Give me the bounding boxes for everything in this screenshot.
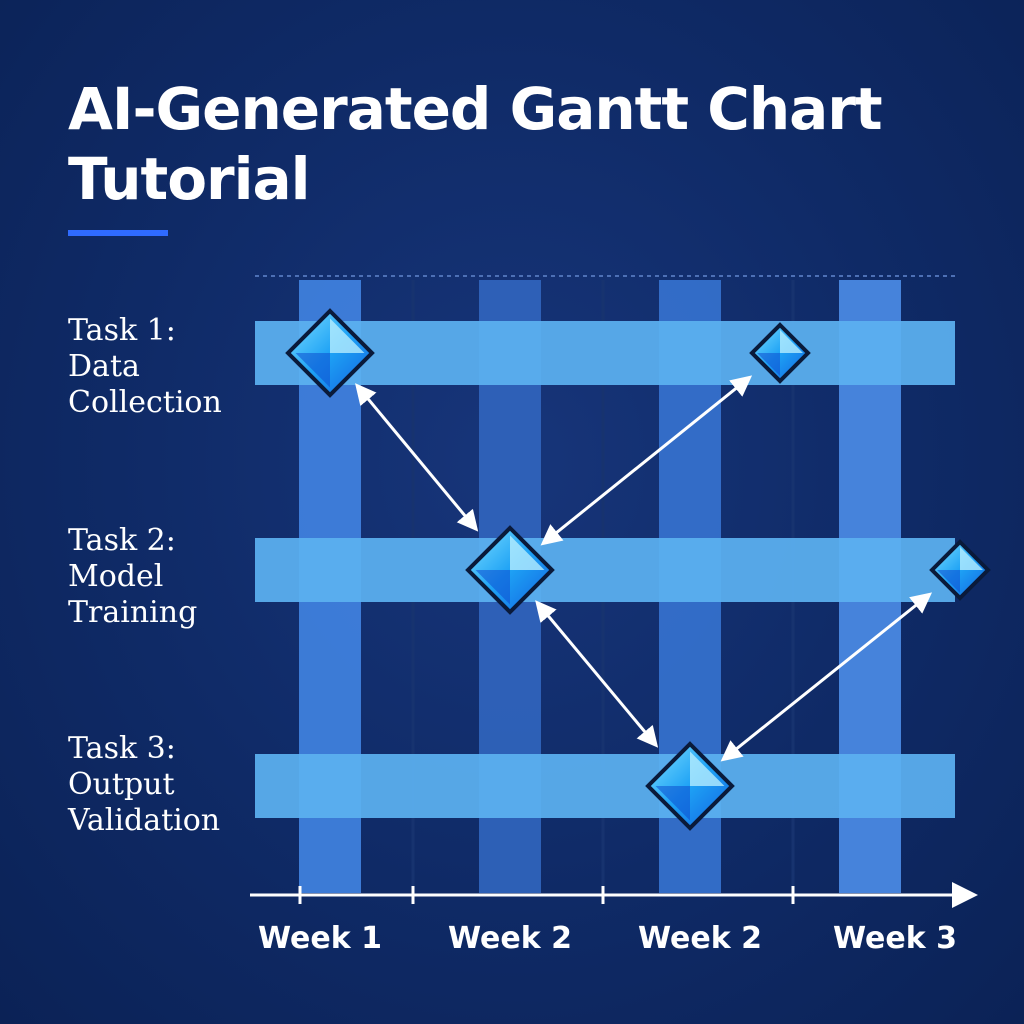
week-label-4: Week 3: [833, 921, 957, 956]
milestone-4: [929, 539, 991, 601]
page-title: AI-Generated Gantt Chart Tutorial: [68, 75, 883, 213]
week-label-2: Week 2: [448, 921, 572, 956]
task-bar-3: [255, 754, 955, 818]
milestone-5: [645, 741, 735, 831]
task-bar-2: [255, 538, 955, 602]
dependency-arrow-1: [355, 383, 479, 532]
milestone-1: [285, 308, 375, 398]
dependency-arrow-3: [535, 600, 659, 748]
title-underline: [68, 230, 168, 236]
dependency-arrow-4: [720, 592, 933, 762]
milestone-2: [749, 322, 811, 384]
week-label-1: Week 1: [258, 921, 382, 956]
milestone-3: [465, 525, 555, 615]
week-label-3: Week 2: [638, 921, 762, 956]
dependency-arrow-2: [540, 375, 753, 546]
x-axis-arrowhead: [952, 882, 978, 908]
